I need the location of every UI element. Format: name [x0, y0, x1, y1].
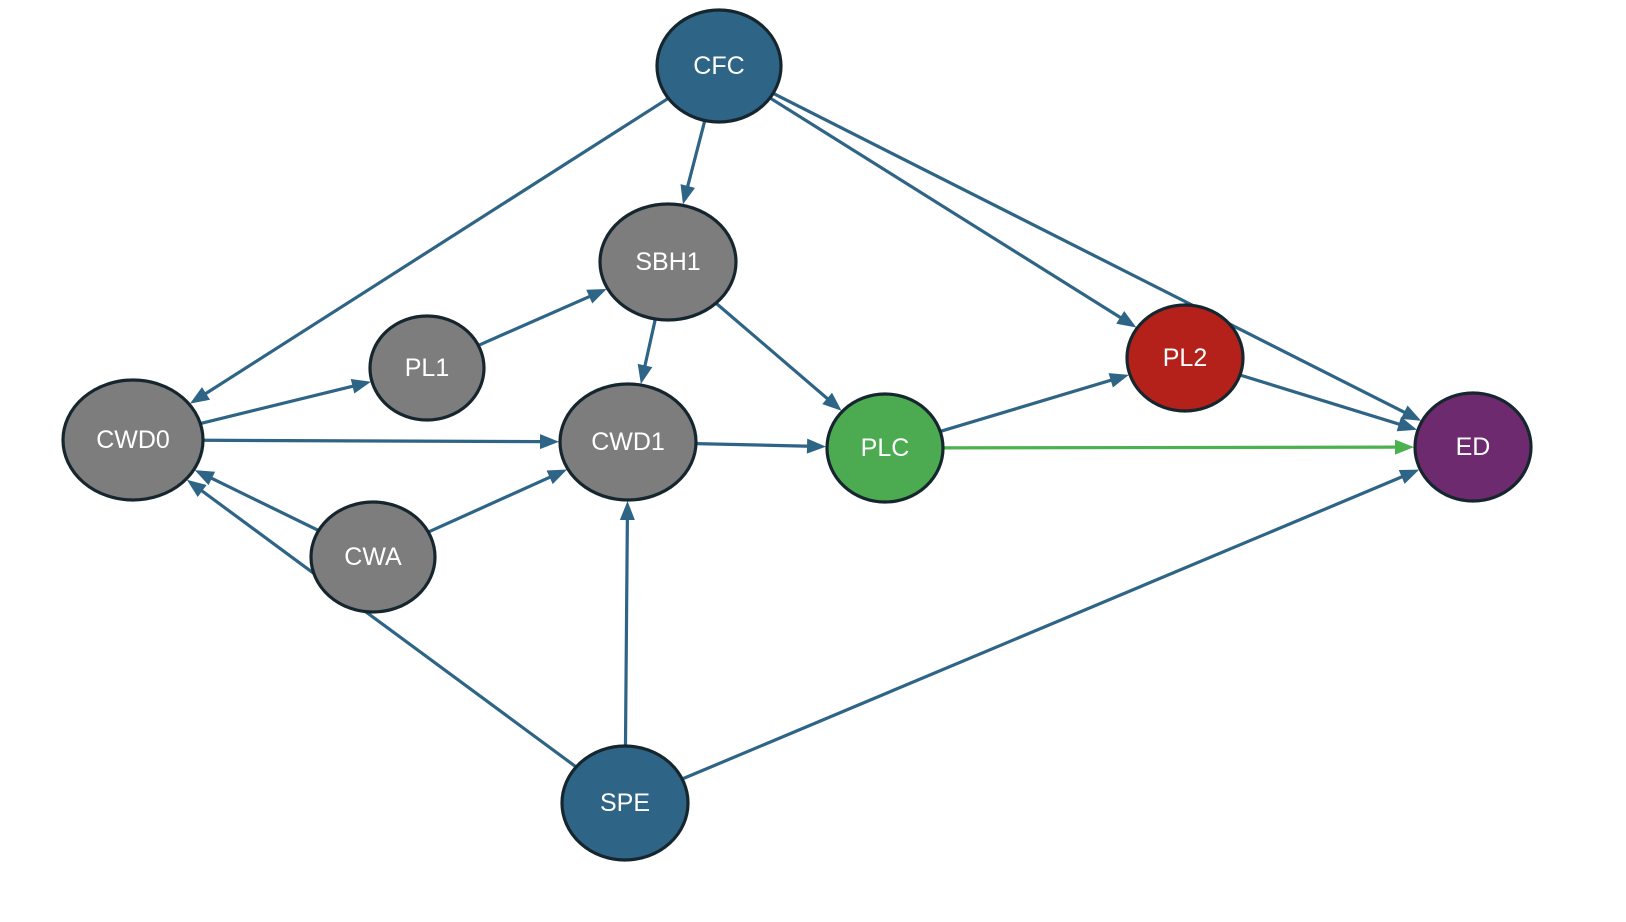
node-shape-cwd1[interactable] [558, 382, 698, 502]
node-cwd0[interactable]: CWD0 [61, 378, 205, 502]
arrowhead-spe-to-cwd1 [619, 501, 635, 521]
edge-spe-to-cwd1 [623, 516, 629, 747]
node-plc[interactable]: PLC [825, 392, 945, 504]
node-shape-cfc[interactable] [655, 8, 783, 124]
node-pl2[interactable]: PL2 [1125, 303, 1245, 413]
node-shape-pl1[interactable] [368, 314, 486, 422]
arrowhead-cwd0-to-pl1 [350, 378, 371, 394]
node-cwa[interactable]: CWA [309, 500, 437, 614]
arrowhead-spe-to-cwd0 [186, 479, 207, 498]
edge-spe-to-cwd0 [198, 487, 578, 769]
node-spe[interactable]: SPE [560, 744, 690, 862]
edge-cfc-to-ed [772, 91, 1408, 415]
edge-plc-to-pl2 [939, 377, 1115, 433]
node-shape-cwd0[interactable] [61, 378, 205, 502]
node-shape-sbh1[interactable] [598, 202, 738, 322]
edge-pl1-to-sbh1 [477, 293, 593, 347]
edge-cfc-to-pl2 [769, 96, 1124, 321]
arrowhead-cfc-to-ed [1400, 405, 1422, 421]
edge-cwa-to-cwd1 [427, 474, 554, 534]
arrowhead-cfc-to-pl2 [1116, 311, 1137, 328]
node-shape-plc[interactable] [825, 392, 945, 504]
node-pl1[interactable]: PL1 [368, 314, 486, 422]
arrowhead-pl1-to-sbh1 [586, 288, 607, 304]
edge-plc-to-ed [942, 445, 1399, 450]
arrowhead-pl2-to-ed [1396, 416, 1417, 432]
edge-cwd0-to-pl1 [199, 383, 356, 426]
edge-sbh1-to-cwd1 [642, 318, 657, 369]
node-shape-cwa[interactable] [309, 500, 437, 614]
edges-layer [186, 91, 1422, 781]
edge-pl2-to-ed [1239, 373, 1403, 427]
arrowhead-cwd0-to-cwd1 [539, 434, 559, 450]
arrowhead-cwd1-to-plc [806, 438, 827, 454]
edge-cwa-to-cwd0 [208, 475, 320, 532]
arrowhead-sbh1-to-plc [822, 392, 842, 411]
edge-cfc-to-sbh1 [685, 120, 707, 190]
arrowhead-cwa-to-cwd0 [194, 470, 216, 486]
arrowhead-cfc-to-sbh1 [680, 184, 696, 205]
edge-sbh1-to-plc [714, 301, 831, 402]
node-cfc[interactable]: CFC [655, 8, 783, 124]
arrowhead-plc-to-ed [1394, 439, 1414, 455]
node-cwd1[interactable]: CWD1 [558, 382, 698, 502]
arrowhead-sbh1-to-cwd1 [637, 363, 653, 385]
arrowhead-cwa-to-cwd1 [546, 469, 567, 485]
edge-cfc-to-cwd0 [202, 96, 670, 397]
arrowhead-plc-to-pl2 [1108, 373, 1129, 388]
arrowhead-spe-to-ed [1398, 469, 1420, 484]
node-shape-ed[interactable] [1413, 391, 1533, 503]
node-sbh1[interactable]: SBH1 [598, 202, 738, 322]
edge-cwd1-to-plc [695, 441, 811, 448]
node-ed[interactable]: ED [1413, 391, 1533, 503]
edge-spe-to-ed [681, 474, 1406, 781]
edge-cwd0-to-cwd1 [202, 438, 544, 444]
node-shape-spe[interactable] [560, 744, 690, 862]
node-shape-pl2[interactable] [1125, 303, 1245, 413]
arrowhead-cfc-to-cwd0 [189, 387, 211, 404]
